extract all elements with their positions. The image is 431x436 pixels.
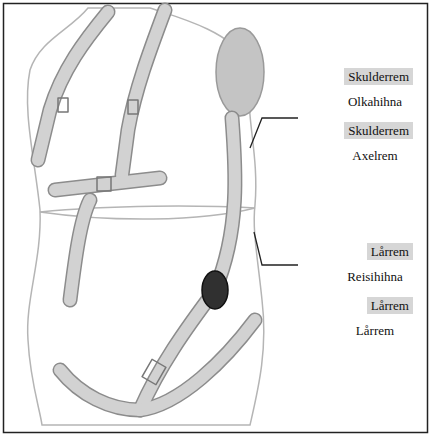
frame — [4, 4, 428, 433]
strap-label: Lårrem — [356, 322, 394, 339]
torso — [27, 8, 263, 425]
strap-label: Reisihihna — [347, 268, 403, 285]
strap-label: Lårrem — [367, 243, 413, 260]
shoulder-cap — [216, 28, 264, 116]
strap-label: Axelrem — [352, 147, 397, 164]
strap-label: Lårrem — [367, 297, 413, 314]
buckle — [202, 271, 228, 309]
strap-label: Skulderrem — [344, 122, 413, 139]
strap-label: Skulderrem — [344, 68, 413, 85]
harness-straps — [38, 10, 255, 410]
leader-line — [250, 118, 298, 265]
strap-label: Olkahihna — [348, 93, 402, 110]
